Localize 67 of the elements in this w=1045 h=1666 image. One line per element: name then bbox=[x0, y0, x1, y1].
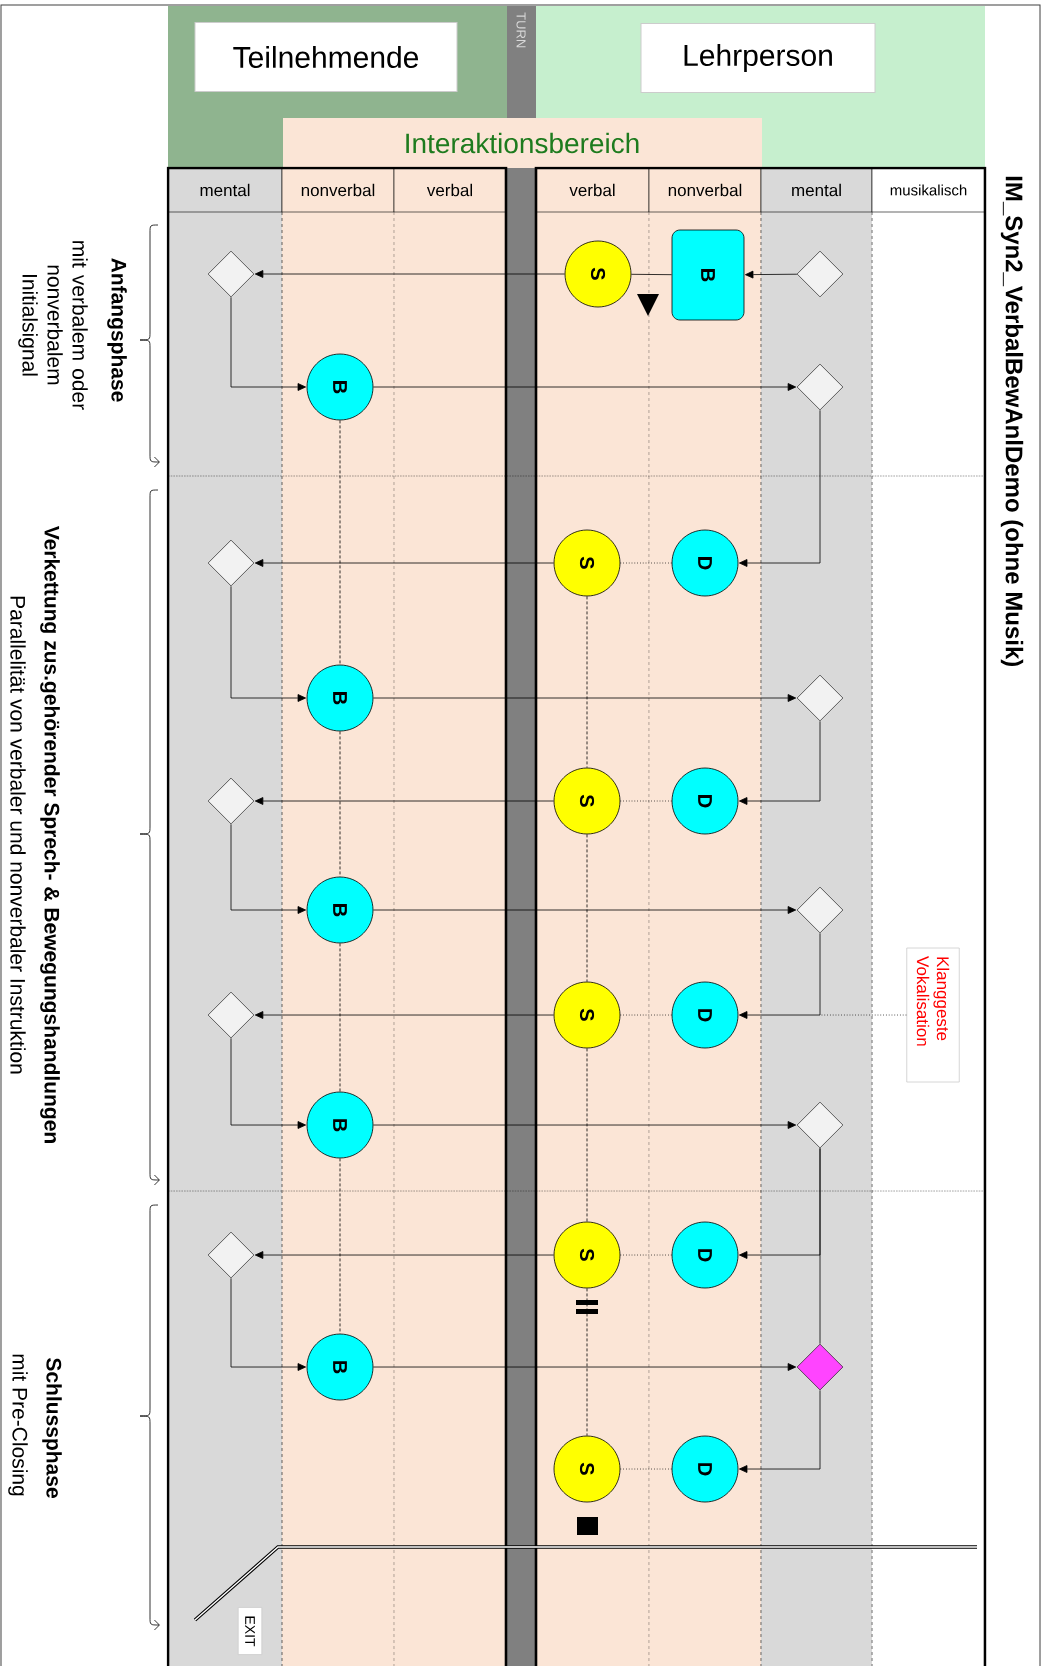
column-header: verbal bbox=[393, 167, 507, 213]
connector-line bbox=[339, 1158, 341, 1334]
arrow bbox=[230, 823, 306, 914]
arrow bbox=[254, 1011, 554, 1019]
decision-diamond bbox=[796, 886, 844, 934]
connector-line bbox=[620, 1468, 672, 1470]
connector-line bbox=[620, 1254, 672, 1256]
arrow bbox=[230, 1277, 306, 1371]
connector-line bbox=[339, 731, 341, 877]
arrow bbox=[739, 932, 821, 1019]
diagram-title: IM_Syn2_VerbalBewAnlDemo (ohne Musik) bbox=[1000, 176, 1024, 667]
arrow bbox=[230, 585, 306, 702]
phase-description: mit Pre-Closing bbox=[8, 1354, 28, 1496]
arrow bbox=[254, 270, 565, 278]
arrow bbox=[373, 694, 797, 702]
column-header: verbal bbox=[535, 167, 650, 213]
arrow bbox=[373, 1363, 797, 1371]
arrow bbox=[254, 797, 554, 805]
decision-diamond bbox=[207, 250, 255, 298]
arrow bbox=[230, 1037, 306, 1129]
phase-heading: Anfangsphase bbox=[107, 258, 127, 402]
arrow bbox=[739, 1389, 821, 1473]
arrow bbox=[254, 559, 554, 567]
turn-label: TURN bbox=[516, 12, 526, 48]
column-header: musikalisch bbox=[871, 167, 986, 213]
note-box: Klanggeste Vokalisation bbox=[906, 947, 960, 1083]
column-header: mental bbox=[167, 167, 283, 213]
decision-diamond bbox=[796, 363, 844, 411]
connector-line bbox=[620, 800, 672, 802]
column-header: mental bbox=[760, 167, 873, 213]
decision-diamond bbox=[796, 674, 844, 722]
connector-line bbox=[586, 1288, 588, 1436]
arrow bbox=[230, 296, 306, 391]
column-header: nonverbal bbox=[648, 167, 762, 213]
connector-line bbox=[586, 596, 588, 768]
connector-line bbox=[339, 943, 341, 1092]
decision-diamond bbox=[207, 1231, 255, 1279]
connector-line bbox=[819, 1147, 821, 1345]
connector-line bbox=[586, 1048, 588, 1222]
role-box: Lehrperson bbox=[640, 23, 876, 93]
connector-line bbox=[620, 562, 672, 564]
arrow bbox=[745, 270, 798, 279]
arrow bbox=[254, 1251, 554, 1259]
exit-box: EXIT bbox=[237, 1607, 263, 1655]
arrow bbox=[739, 409, 821, 567]
arrow bbox=[373, 383, 797, 391]
decision-diamond bbox=[796, 1101, 844, 1149]
decision-diamond bbox=[207, 777, 255, 825]
connector-line bbox=[620, 1014, 672, 1016]
leader-line bbox=[819, 1014, 907, 1016]
connector-line bbox=[339, 420, 341, 665]
arrow bbox=[373, 1121, 797, 1129]
arrow bbox=[373, 906, 797, 914]
phase-heading: Verkettung zus.gehörender Sprech- & Bewegungshandlungen bbox=[40, 525, 60, 1143]
column-header: nonverbal bbox=[281, 167, 395, 213]
action-box: B bbox=[671, 229, 745, 321]
arrow bbox=[739, 720, 821, 805]
connector-line bbox=[586, 834, 588, 982]
phase-heading: Schlussphase bbox=[42, 1358, 62, 1498]
decision-diamond bbox=[207, 991, 255, 1039]
phase-description: Parallelität von verbaler und nonverbaler Instruktion bbox=[10, 596, 26, 1074]
decision-diamond bbox=[796, 250, 844, 298]
connector-line bbox=[631, 273, 672, 276]
decision-diamond bbox=[207, 539, 255, 587]
decision-diamond bbox=[796, 1343, 844, 1391]
phase-description: mit verbalem oder nonverbalem Initialsignal bbox=[18, 241, 88, 410]
role-box: Teilnehmende bbox=[194, 22, 458, 92]
